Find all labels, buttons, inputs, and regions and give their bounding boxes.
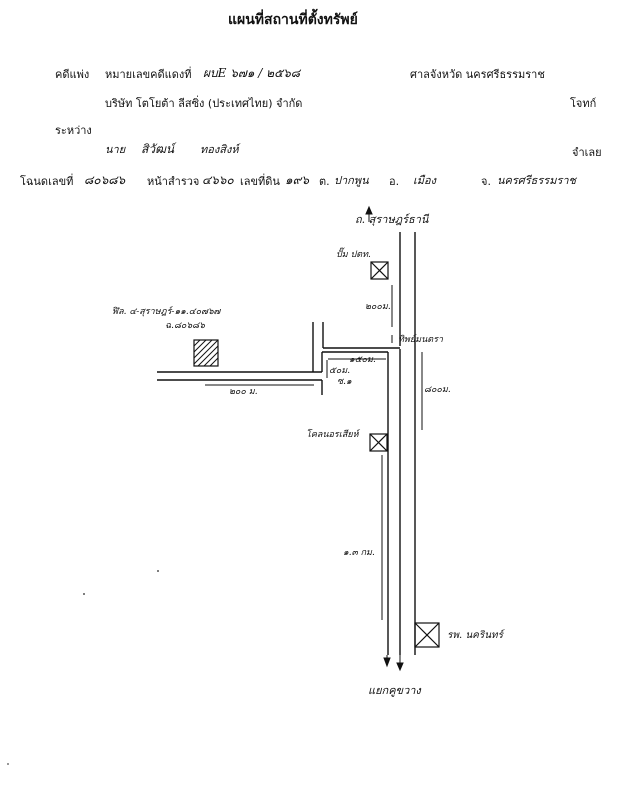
distance-150m: ๑๕๐ม. [349,355,376,365]
land-label: เลขที่ดิน [240,175,280,188]
gas-station-icon [370,261,389,280]
survey-label: หน้าสำรวจ [147,175,200,188]
hospital-label: รพ. นครินทร์ [447,630,504,641]
property-hatch [193,339,219,367]
deed-number: ๘๐๖๘๖ [84,173,126,187]
south-junction-label: แยกคูขวาง [368,684,421,697]
defendant-role: จำเลย [572,146,602,159]
gas-station-label: ปั๊ม ปตท. [336,250,371,260]
survey-number: ๔๖๖๐ [202,173,234,187]
page-title: แผนที่สถานที่ตั้งทรัพย์ [228,12,358,28]
tesco-icon [369,433,388,452]
hospital-icon [414,622,440,648]
land-number: ๑๙๖ [285,173,310,187]
plaintiff-role: โจทก์ [570,97,597,110]
defendant-surname: ทองสิงห์ [200,143,239,156]
deed-label: โฉนดเลขที่ [20,175,74,188]
distance-200m-bottom: ๒๐๐ ม. [229,387,258,397]
distance-800m: ๘๐๐ม. [424,385,451,395]
distance-1-3km: ๑.๓ กม. [343,548,375,558]
between-label: ระหว่าง [55,124,92,137]
district-label: อ. [389,175,400,188]
defendant-name: สิวัฒน์ [141,142,175,156]
province-name: นครศรีธรรมราช [497,174,577,187]
defendant-prefix: นาย [105,143,126,156]
property-deed-label: ฉ.๘๐๖๘๖ [165,321,205,331]
red-case-label: หมายเลขคดีแดงที่ [105,68,192,81]
property-note: ฬิล. ๔-สุราษฎร์-๑๑.๔๐๗๖๗ [112,307,221,317]
subdistrict-name: ปากพูน [334,174,369,187]
distance-50m: ๕๐ม. [329,366,351,376]
red-case-number: ผบE ๖๗๑ / ๒๕๖๘ [203,66,301,80]
tesco-label: โคลนอรเสียห์ [306,430,359,440]
plaintiff-name: บริษัท โตโยต้า ลีสซิ่ง (ประเทศไทย) จำกัด [105,97,303,110]
subdistrict-label: ต. [319,175,330,188]
district-name: เมือง [413,174,436,187]
case-type-label: คดีแพ่ง [55,68,90,81]
distance-200m-top: ๒๐๐ม. [365,302,391,312]
province-label: จ. [481,175,491,188]
north-road-label: ถ. สุราษฎร์ธานี [355,213,429,226]
small-mark-label: ซ.๑ [337,377,352,387]
tippana-label: ทิพย์มนตรา [398,335,443,345]
court-name: ศาลจังหวัด นครศรีธรรมราช [410,68,545,81]
